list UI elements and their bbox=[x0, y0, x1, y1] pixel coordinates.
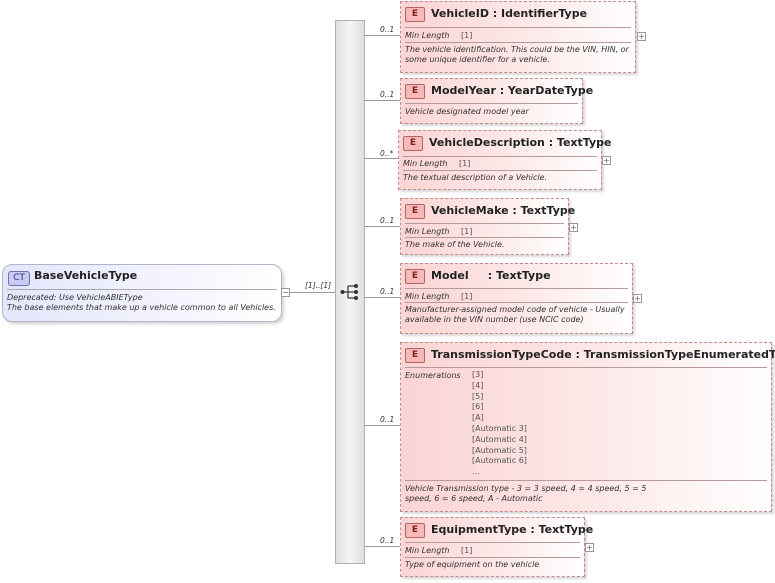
facet-label: Min Length bbox=[405, 227, 450, 236]
enumeration-value: [Automatic 3] bbox=[472, 423, 527, 433]
enumeration-value: [5] bbox=[472, 391, 484, 401]
element-doc: The make of the Vehicle. bbox=[405, 240, 505, 249]
element-cardinality: 0..1 bbox=[380, 90, 395, 99]
facet-label: Min Length bbox=[405, 546, 450, 555]
sequence-cardinality: [1]..[1] bbox=[305, 281, 332, 290]
divider bbox=[405, 223, 564, 224]
divider bbox=[405, 27, 631, 28]
complex-type-doc: Deprecated: Use VehicleABIEType The base… bbox=[7, 293, 276, 313]
element-title: VehicleDescription : TextType bbox=[429, 136, 612, 149]
element-badge: E bbox=[405, 84, 425, 99]
element-title: Model : TextType bbox=[431, 269, 551, 282]
element-cardinality: 0..1 bbox=[380, 415, 395, 424]
element-cardinality: 0..1 bbox=[380, 25, 395, 34]
facet-value: [1] bbox=[461, 227, 473, 236]
element-doc: Manufacturer-assigned model code of vehi… bbox=[405, 305, 625, 324]
enumeration-value: [A] bbox=[472, 413, 484, 423]
element-model[interactable]: E Model : TextType Min Length [1] Manufa… bbox=[400, 263, 633, 334]
connector-line bbox=[364, 100, 401, 101]
facet-label: Min Length bbox=[403, 159, 448, 168]
divider bbox=[405, 542, 580, 543]
element-vehicle-description[interactable]: E VehicleDescription : TextType Min Leng… bbox=[398, 130, 612, 190]
expand-icon[interactable]: + bbox=[633, 294, 642, 303]
facet-value: [1] bbox=[461, 31, 473, 40]
facet-label: Min Length bbox=[405, 292, 450, 301]
divider bbox=[7, 289, 277, 290]
element-title: TransmissionTypeCode : TransmissionTypeE… bbox=[431, 348, 775, 361]
divider bbox=[405, 288, 628, 289]
connector-line bbox=[290, 292, 342, 293]
divider bbox=[405, 42, 631, 43]
enumeration-value: [Automatic 5] bbox=[472, 445, 527, 455]
divider bbox=[405, 480, 767, 481]
enumeration-value: ... bbox=[472, 467, 480, 477]
complex-type-badge: CT bbox=[8, 271, 30, 286]
element-title: VehicleMake : TextType bbox=[431, 204, 576, 217]
enumeration-value: [4] bbox=[472, 380, 484, 390]
element-cardinality: 0..1 bbox=[380, 287, 395, 296]
connector-line bbox=[364, 546, 401, 547]
element-doc: The vehicle identification. This could b… bbox=[405, 45, 629, 64]
divider bbox=[403, 170, 597, 171]
enumeration-value: [Automatic 4] bbox=[472, 434, 527, 444]
facet-label: Enumerations bbox=[405, 371, 461, 380]
facet-value: [1] bbox=[461, 292, 473, 301]
doc-line-2: The base elements that make up a vehicle… bbox=[7, 303, 276, 312]
collapse-icon[interactable]: − bbox=[281, 288, 290, 297]
element-badge: E bbox=[405, 269, 425, 284]
expand-icon[interactable]: + bbox=[602, 156, 611, 165]
divider bbox=[405, 103, 578, 104]
complex-type-box[interactable]: CT BaseVehicleType Deprecated: Use Vehic… bbox=[2, 264, 282, 322]
enumeration-value: [Automatic 6] bbox=[472, 456, 527, 466]
facet-value: [1] bbox=[459, 159, 471, 168]
doc-line-1: Deprecated: Use VehicleABIEType bbox=[7, 293, 143, 302]
enumeration-value: [3] bbox=[472, 370, 484, 379]
facet-label: Min Length bbox=[405, 31, 450, 40]
connector-line bbox=[364, 35, 401, 36]
element-badge: E bbox=[405, 204, 425, 219]
divider bbox=[405, 367, 767, 368]
divider bbox=[405, 237, 564, 238]
expand-icon[interactable]: + bbox=[585, 543, 594, 552]
element-model-year[interactable]: E ModelYear : YearDateType Vehicle desig… bbox=[400, 78, 593, 124]
enumeration-value: [6] bbox=[472, 402, 484, 412]
element-title: ModelYear : YearDateType bbox=[431, 84, 594, 97]
sequence-icon[interactable] bbox=[340, 283, 362, 301]
expand-icon[interactable]: + bbox=[569, 223, 578, 232]
expand-icon[interactable]: + bbox=[637, 32, 646, 41]
divider bbox=[405, 557, 580, 558]
divider bbox=[405, 302, 628, 303]
connector-line bbox=[364, 226, 401, 227]
element-doc: The textual description of a Vehicle. bbox=[403, 173, 548, 182]
element-vehicle-make[interactable]: E VehicleMake : TextType Min Length [1] … bbox=[400, 198, 575, 255]
element-doc: Type of equipment on the vehicle bbox=[405, 560, 540, 569]
element-transmission-type-code[interactable]: E TransmissionTypeCode : TransmissionTyp… bbox=[400, 342, 775, 512]
element-badge: E bbox=[405, 7, 425, 22]
element-cardinality: 0..1 bbox=[380, 216, 395, 225]
connector-line bbox=[364, 158, 399, 159]
element-badge: E bbox=[403, 136, 423, 151]
element-cardinality: 0..1 bbox=[380, 536, 395, 545]
element-cardinality: 0..* bbox=[380, 149, 394, 158]
complex-type-name: BaseVehicleType bbox=[34, 269, 138, 282]
element-equipment-type[interactable]: E EquipmentType : TextType Min Length [1… bbox=[400, 517, 593, 577]
element-badge: E bbox=[405, 523, 425, 538]
element-title: EquipmentType : TextType bbox=[431, 523, 594, 536]
element-doc: Vehicle designated model year bbox=[405, 107, 529, 116]
element-vehicle-id[interactable]: E VehicleID : IdentifierType Min Length … bbox=[400, 1, 636, 73]
enumeration-list: [3] [4] [5] [6] [A] [Automatic 3] [Autom… bbox=[472, 370, 527, 478]
element-title: VehicleID : IdentifierType bbox=[431, 7, 588, 20]
connector-line bbox=[364, 425, 401, 426]
element-badge: E bbox=[405, 348, 425, 363]
connector-line bbox=[364, 297, 401, 298]
facet-value: [1] bbox=[461, 546, 473, 555]
divider bbox=[403, 156, 597, 157]
element-doc: Vehicle Transmission type - 3 = 3 speed,… bbox=[405, 484, 647, 503]
